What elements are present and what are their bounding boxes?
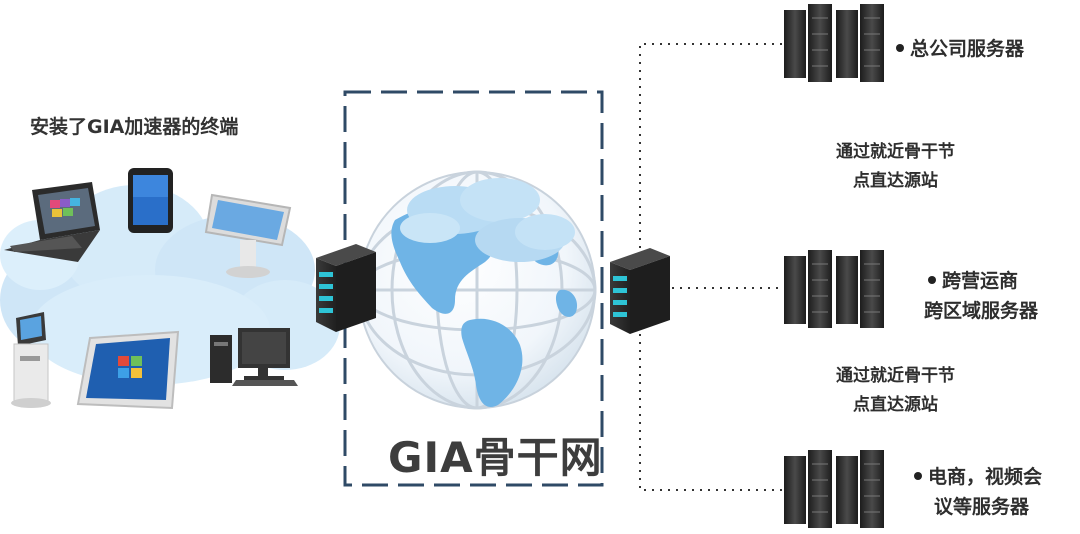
laptop-icon xyxy=(4,182,100,262)
standing-kiosk-icon xyxy=(11,312,51,408)
gateway-server-left-icon xyxy=(316,244,376,332)
phone-icon xyxy=(128,168,173,233)
bullet-icon xyxy=(914,471,922,480)
bullet-icon xyxy=(896,43,904,52)
globe-icon xyxy=(357,170,597,410)
server-label-ecommerce: 电商，视频会 议等服务器 xyxy=(914,462,1042,522)
route-note: 通过就近骨干节 点直达源站 xyxy=(836,142,955,191)
backbone-label: GIA骨干网 xyxy=(388,433,603,482)
tablet-icon xyxy=(76,330,180,410)
desktop-computer-icon xyxy=(210,328,298,386)
connector-lines xyxy=(639,43,785,491)
server-label-headquarters: 总公司服务器 xyxy=(896,34,1024,64)
server-rack-cluster-icon xyxy=(784,450,884,528)
server-rack-cluster-icon xyxy=(784,4,884,82)
touch-kiosk-icon xyxy=(204,193,292,278)
bullet-icon xyxy=(928,275,936,284)
gateway-server-right-icon xyxy=(610,248,670,334)
server-rack-cluster-icon xyxy=(784,250,884,328)
route-note: 通过就近骨干节 点直达源站 xyxy=(836,366,955,415)
server-label-cross-carrier: 跨营运商 跨区域服务器 xyxy=(924,270,1039,322)
terminals-title: 安装了GIA加速器的终端 xyxy=(30,116,239,138)
